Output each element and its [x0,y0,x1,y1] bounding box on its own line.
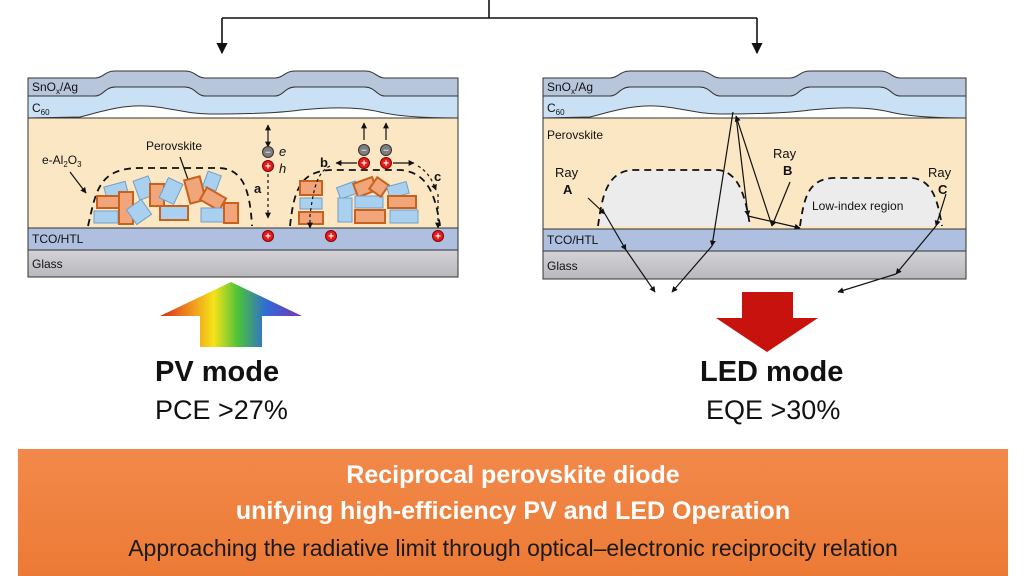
summary-banner: Reciprocal perovskite diode unifying hig… [18,449,1008,576]
grain-dome-2 [289,169,441,227]
left-top-layer-label: SnOx/Ag [32,80,78,96]
svg-text:c: c [434,169,441,184]
svg-text:e: e [279,144,286,159]
svg-text:h: h [279,161,286,176]
glass-layer [542,250,967,280]
left-glass-label: Glass [32,257,63,271]
banner-line-2: unifying high-efficiency PV and LED Oper… [235,497,791,525]
banner-line-1: Reciprocal perovskite diode [346,461,680,489]
right-perovskite-label: Perovskite [547,128,603,142]
perovskite-label: Perovskite [146,139,202,153]
right-c60-label: C60 [547,101,565,117]
tco-htl-layer [27,227,459,251]
right-top-layer-label: SnOx/Ag [547,80,593,96]
svg-text:−: − [361,146,367,157]
right-glass-label: Glass [547,259,578,273]
left-c60-label: C60 [32,101,50,117]
ray-c-letter: C [938,182,948,197]
pv-device-stack [27,70,459,278]
low-index-label: Low-index region [812,199,903,213]
carrier-transport-b: − − + + b c + + [307,122,444,243]
al2o3-label: e-Al2O3 [42,153,82,169]
snox-ag-layer [27,70,459,97]
led-device-stack [542,70,967,280]
right-tco-label: TCO/HTL [547,233,599,247]
left-tco-label: TCO/HTL [32,232,84,246]
led-mode-metric: EQE >30% [706,395,841,425]
glass-layer [27,249,459,278]
pv-mode-metric: PCE >27% [155,395,288,425]
svg-text:+: + [361,159,367,170]
svg-text:a: a [254,181,262,196]
diagram-canvas: SnOx/Ag C60 TCO/HTL Glass e-Al2O3 Perovs… [27,0,967,352]
pv-light-in-arrow-icon [160,282,302,347]
tco-htl-layer [542,228,967,252]
svg-text:−: − [383,146,389,157]
svg-text:+: + [328,232,334,243]
svg-text:+: + [265,232,271,243]
low-index-region-1 [598,170,750,226]
svg-text:b: b [320,155,328,170]
ray-c-label: Ray [928,165,952,180]
al2o3-pointer [69,171,87,194]
ray-a-letter: A [563,182,573,197]
ray-paths [587,111,947,294]
ray-b-label: Ray [773,146,797,161]
low-index-region-2 [800,178,942,226]
led-mode-title: LED mode [700,356,844,388]
svg-text:+: + [265,162,271,173]
grain-dome-1 [87,167,253,227]
led-light-out-arrow-icon [716,292,818,352]
ray-b-letter: B [783,163,792,178]
snox-ag-layer [542,70,967,97]
carrier-transport-a: − + e h a + [254,124,286,243]
banner-line-3: Approaching the radiative limit through … [128,535,898,561]
svg-text:+: + [383,159,389,170]
pv-mode-title: PV mode [155,356,280,388]
svg-text:−: − [265,148,271,159]
split-connector [216,0,763,55]
svg-text:+: + [435,232,441,243]
ray-a-label: Ray [555,165,579,180]
